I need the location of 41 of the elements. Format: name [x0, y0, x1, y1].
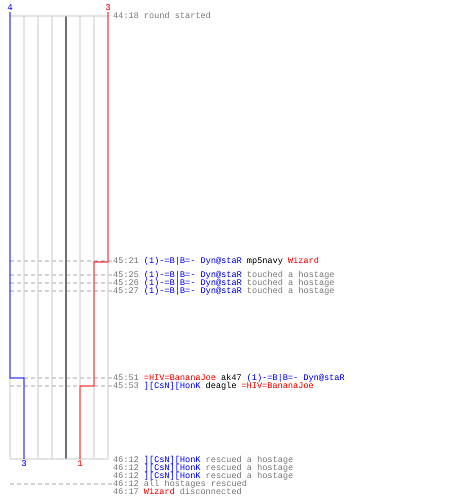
timestamp: 46:12	[113, 480, 139, 488]
player-name: (1)-=B|B=- Dyn@staR	[144, 287, 242, 295]
event-text: rescued a hostage	[206, 464, 294, 472]
timestamp: 45:51	[113, 374, 139, 382]
timestamp: 46:17	[113, 488, 139, 496]
team-count: 1	[76, 460, 84, 469]
team-count: 4	[6, 4, 14, 13]
weapon-name: deagle	[206, 382, 236, 390]
event-text: touched a hostage	[246, 271, 334, 279]
player-name: =HIV=BananaJoe	[144, 374, 216, 382]
team-count: 3	[20, 460, 28, 469]
player-name: (1)-=B|B=- Dyn@staR	[144, 257, 242, 265]
timestamp: 45:27	[113, 287, 139, 295]
timestamp: 45:21	[113, 257, 139, 265]
player-name: (1)-=B|B=- Dyn@staR	[144, 279, 242, 287]
player-name: ][CsN][HonK	[144, 464, 201, 472]
team-count: 3	[104, 4, 112, 13]
timestamp: 45:26	[113, 279, 139, 287]
timestamp: 45:25	[113, 271, 139, 279]
player-name: (1)-=B|B=- Dyn@staR	[246, 374, 345, 382]
timestamp: 46:12	[113, 464, 139, 472]
timestamp: 44:18	[113, 12, 139, 20]
event-text: round started	[144, 12, 211, 20]
player-name: ][CsN][HonK	[144, 472, 201, 480]
player-name: ][CsN][HonK	[144, 382, 201, 390]
timestamp: 46:12	[113, 456, 139, 464]
player-name: =HIV=BananaJoe	[241, 382, 314, 390]
timestamp: 46:12	[113, 472, 139, 480]
event-text: rescued a hostage	[206, 456, 294, 464]
event-text: all hostages rescued	[144, 480, 247, 488]
event-text: touched a hostage	[246, 287, 334, 295]
player-name: ][CsN][HonK	[144, 456, 201, 464]
event-text: rescued a hostage	[206, 472, 294, 480]
player-name: Wizard	[288, 257, 319, 265]
weapon-name: ak47	[221, 374, 242, 382]
player-name: (1)-=B|B=- Dyn@staR	[144, 271, 242, 279]
player-name: Wizard	[144, 488, 175, 496]
weapon-name: mp5navy	[246, 257, 283, 265]
timestamp: 45:53	[113, 382, 139, 390]
event-text: touched a hostage	[246, 279, 334, 287]
event-text: disconnected	[180, 488, 242, 496]
